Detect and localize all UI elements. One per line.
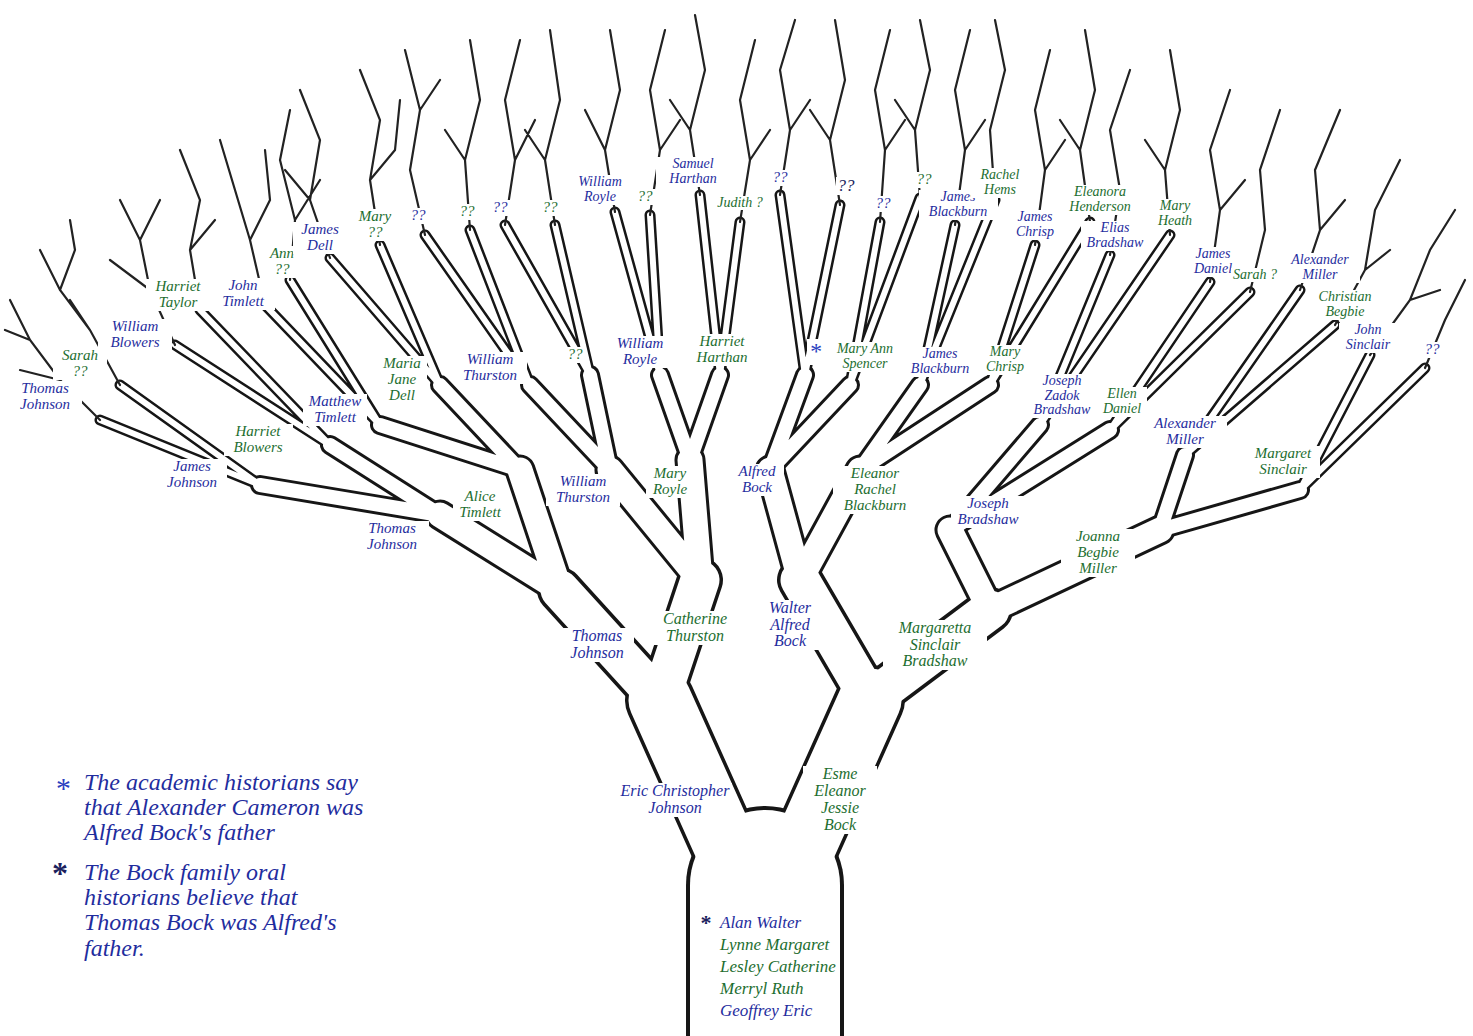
person-name: William Thurston xyxy=(453,352,527,384)
unknown-marker: ?? xyxy=(491,200,510,216)
person-name: Margaretta Sinclair Bradshaw xyxy=(883,620,987,670)
person-name: James Johnson xyxy=(158,459,227,491)
person-name: Joanna Begbie Miller xyxy=(1061,529,1135,576)
footnote-text: The Bock family oral historians believe … xyxy=(82,860,371,961)
asterisk-marker: * xyxy=(807,339,823,364)
person-name: James Blackburn xyxy=(901,347,980,376)
person-name: Mary Heath xyxy=(1151,199,1200,228)
person-name: Lesley Catherine xyxy=(718,958,838,976)
person-name: Mary Chrisp xyxy=(978,345,1032,374)
unknown-marker: ?? xyxy=(836,177,857,195)
person-name: Thomas Johnson xyxy=(355,521,429,553)
person-name: Alexander Miller xyxy=(1281,253,1360,282)
person-name: Margaret Sinclair xyxy=(1246,446,1320,478)
person-name: William Blowers xyxy=(98,319,172,351)
person-name: Maria Jane Dell xyxy=(378,356,427,403)
person-name: James Dell xyxy=(293,222,347,254)
person-name: Mary ?? xyxy=(351,209,400,241)
person-name: William Royle xyxy=(608,336,672,368)
twigs xyxy=(5,15,1465,420)
person-name: Sarah ?? xyxy=(53,348,107,380)
unknown-marker: ?? xyxy=(1423,342,1442,358)
person-name: Samuel Harthan xyxy=(656,157,730,186)
person-name: Merryl Ruth xyxy=(718,980,806,998)
person-name: Mary Royle xyxy=(646,466,695,498)
person-name: William Royle xyxy=(568,175,632,204)
footnote-text: The academic historians say that Alexand… xyxy=(82,770,371,846)
unknown-marker: ?? xyxy=(409,208,428,224)
person-name: Lynne Margaret xyxy=(718,936,831,954)
person-name: James Chrisp xyxy=(1006,210,1065,239)
asterisk-marker: * xyxy=(699,911,714,934)
person-name: Harriet Blowers xyxy=(224,424,293,456)
person-name: Judith ? xyxy=(715,196,765,211)
person-name: Matthew Timlett xyxy=(303,394,367,426)
person-name: Eleanora Henderson xyxy=(1061,185,1140,214)
unknown-marker: ?? xyxy=(915,172,934,188)
person-name: Esme Eleanor Jessie Bock xyxy=(803,766,877,833)
person-name: Joseph Bradshaw xyxy=(951,496,1025,528)
person-name: Alexander Miller xyxy=(1143,416,1227,448)
unknown-marker: ?? xyxy=(874,196,893,212)
person-name: William Thurston xyxy=(546,474,620,506)
person-name: Eleanor Rachel Blackburn xyxy=(833,466,917,513)
person-name: Alice Timlett xyxy=(453,489,507,521)
person-name: Geoffrey Eric xyxy=(718,1002,814,1020)
unknown-marker: ?? xyxy=(541,200,560,216)
unknown-marker: ?? xyxy=(636,189,655,205)
person-name: Eric Christopher Johnson xyxy=(618,783,732,817)
person-name: Harriet Harthan xyxy=(688,334,757,366)
person-name: Rachel Hems xyxy=(971,168,1030,197)
person-name: Sarah ? xyxy=(1231,268,1279,283)
unknown-marker: ?? xyxy=(458,204,477,220)
person-name: Mary Ann Spencer xyxy=(833,342,897,371)
person-name: Alfred Bock xyxy=(730,464,784,496)
person-name: Thomas Johnson xyxy=(560,628,634,662)
person-name: John Sinclair xyxy=(1339,323,1398,352)
person-name: Christian Begbie xyxy=(1308,290,1382,319)
person-name: Harriet Taylor xyxy=(146,279,210,311)
person-name: John Timlett xyxy=(211,278,275,310)
unknown-marker: ?? xyxy=(771,170,790,186)
person-name: Alan Walter xyxy=(718,914,803,932)
asterisk-marker: * xyxy=(50,857,70,891)
person-name: Ellen Daniel xyxy=(1098,387,1147,416)
person-name: Elias Bradshaw xyxy=(1081,221,1150,250)
person-name: Thomas Johnson xyxy=(8,381,82,413)
person-name: Catherine Thurston xyxy=(653,611,737,645)
asterisk-marker: * xyxy=(53,772,72,804)
person-name: Joseph Zadok Bradshaw xyxy=(1028,374,1097,418)
person-name: Walter Alfred Bock xyxy=(761,600,820,650)
unknown-marker: ?? xyxy=(566,347,585,363)
